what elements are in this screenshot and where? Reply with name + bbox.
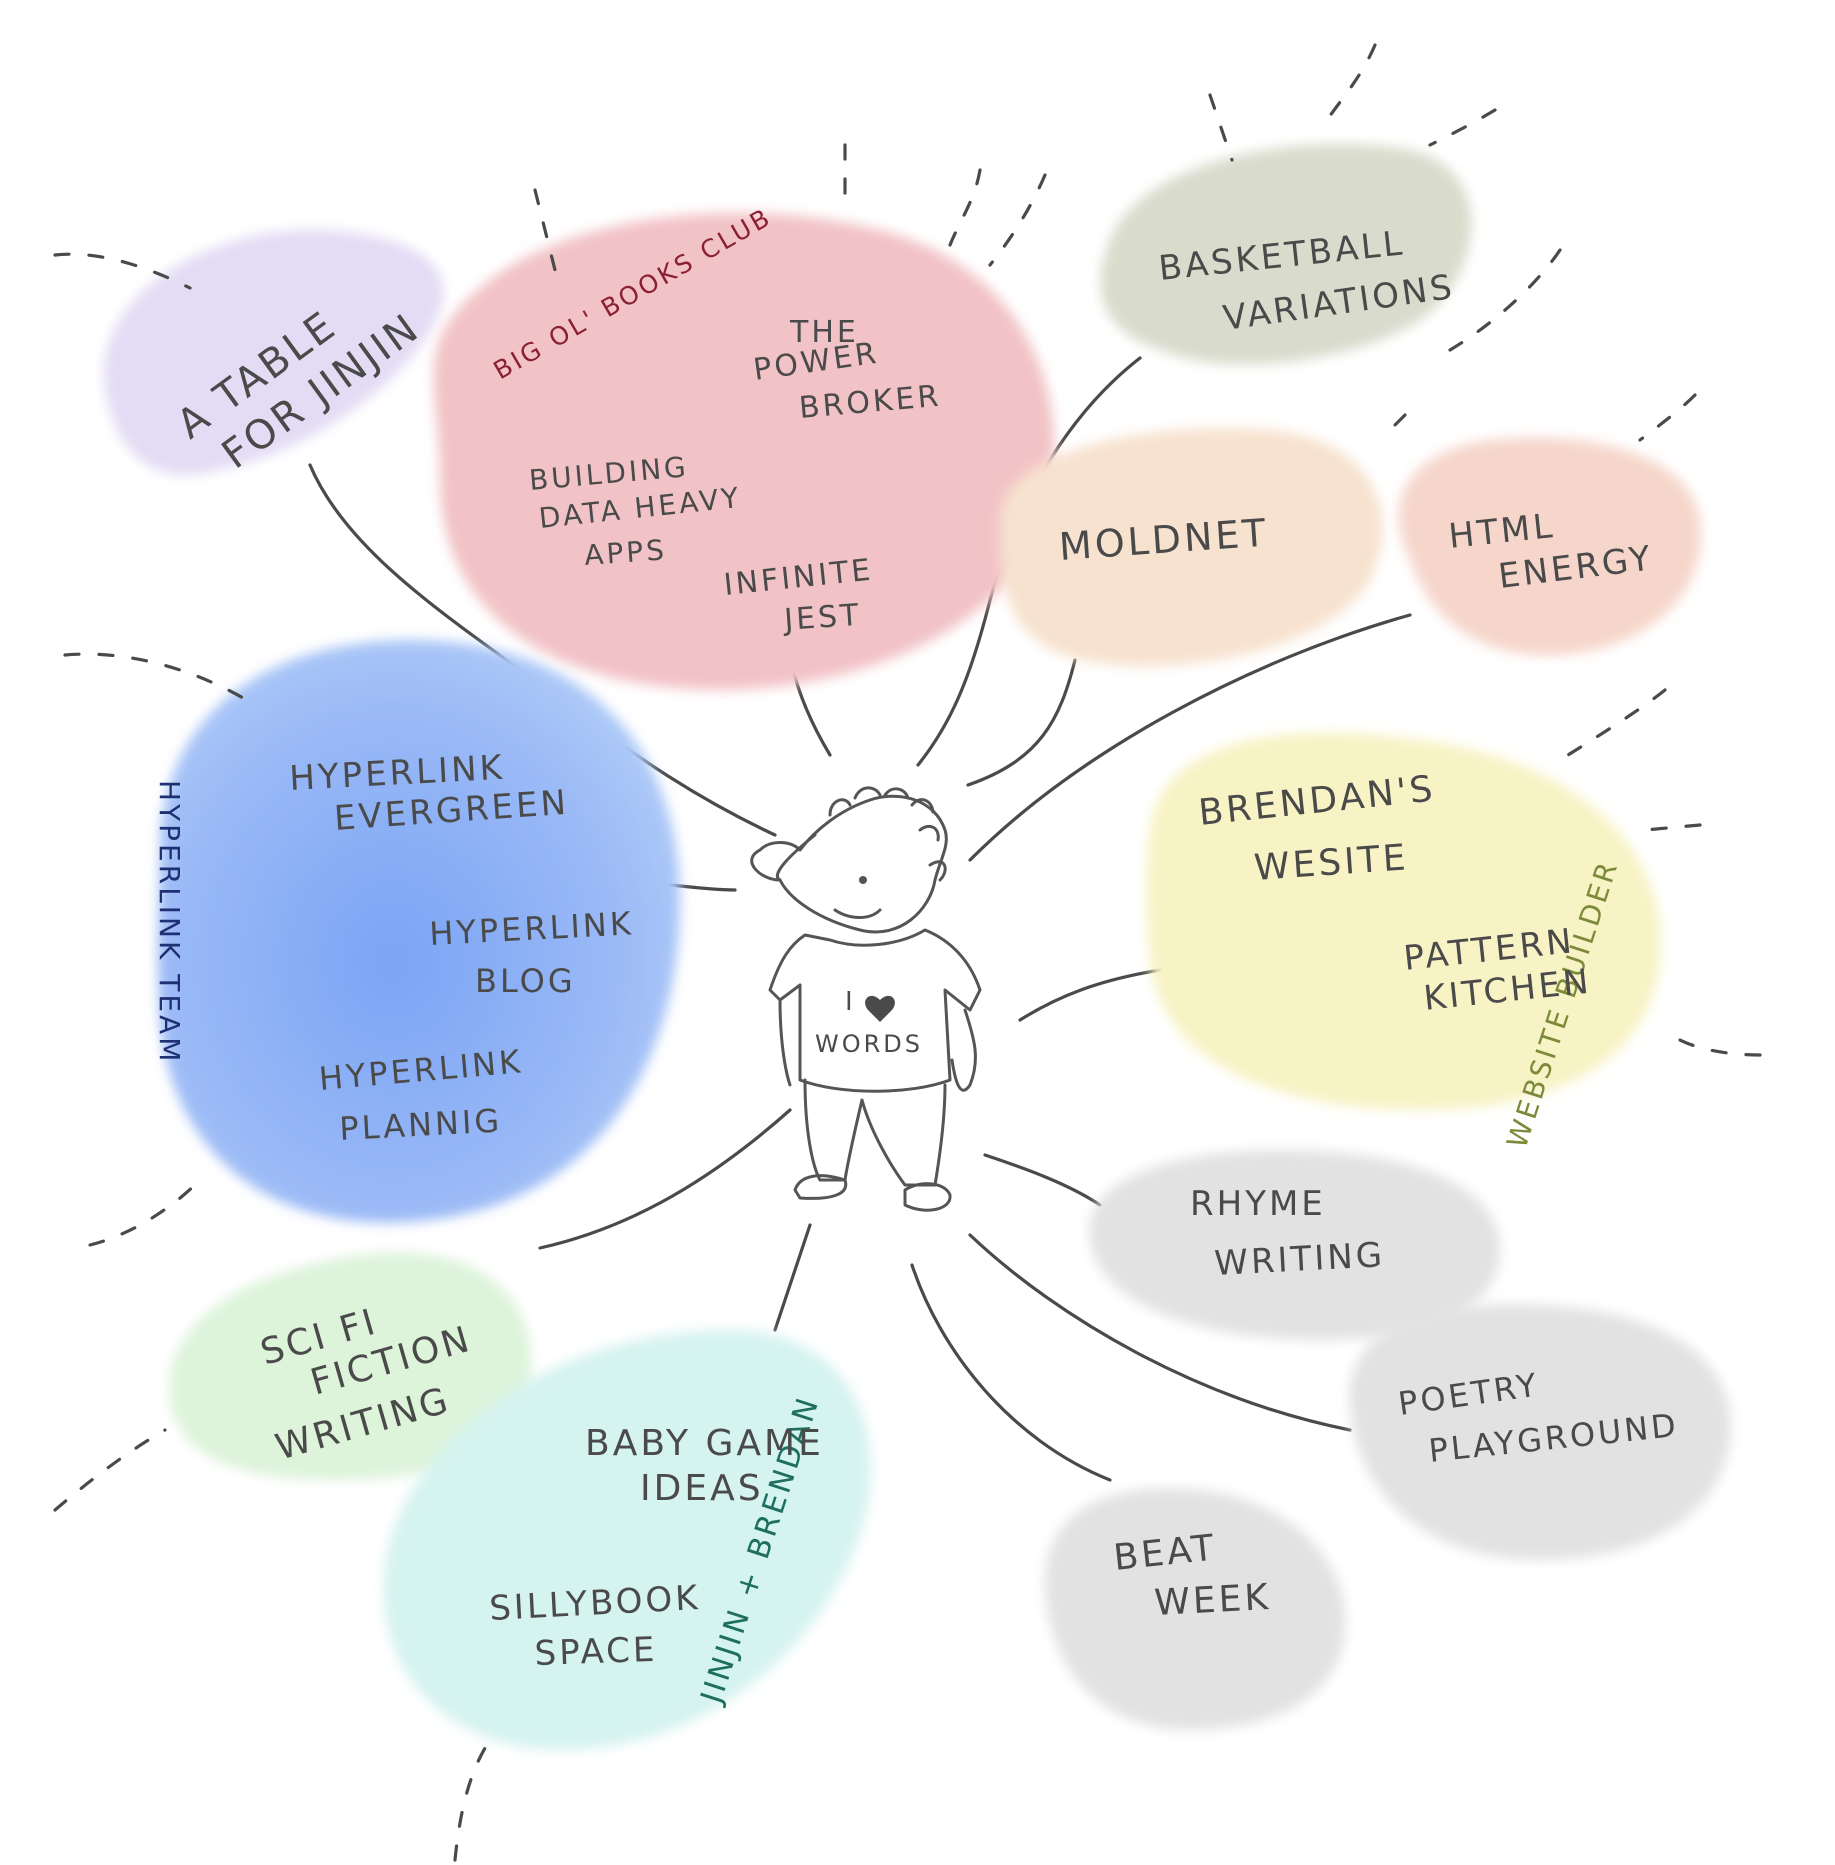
connector-jinjin [773, 1223, 812, 1332]
ray-html-1 [1638, 393, 1697, 442]
ray-hyperlink-1 [63, 652, 257, 707]
figure-ear [928, 860, 947, 882]
connector-poetry [968, 1233, 1352, 1432]
ray-books-4 [988, 173, 1047, 267]
ray-html-2 [1558, 688, 1667, 762]
label-baby-line1: BABY GAME [585, 1423, 824, 1464]
bubbles [103, 144, 1731, 1750]
figure-hair-3 [883, 787, 910, 800]
connector-rhyme [983, 1153, 1102, 1207]
figure-nose [776, 833, 817, 882]
figure-head [750, 794, 948, 934]
label-rhyme-line2: WRITING [1213, 1235, 1386, 1284]
bubble-table [103, 230, 444, 476]
ray-jinjin [453, 1738, 492, 1862]
bubble-basketball [1100, 144, 1472, 365]
connector-brendan [1018, 968, 1162, 1022]
connector-moldnet [966, 658, 1077, 787]
bubble-beat [1044, 1488, 1346, 1730]
label-silly-line2: SPACE [534, 1630, 658, 1674]
heart-icon [865, 995, 895, 1022]
bubble-books [433, 212, 1055, 690]
label-baby-line2: IDEAS [640, 1468, 764, 1509]
bubble-html [1398, 437, 1701, 656]
bubble-poetry [1349, 1304, 1731, 1560]
ray-books-1 [533, 188, 557, 272]
label-blog-line2: BLOG [475, 962, 576, 1000]
connector-scifi [538, 1108, 792, 1250]
label-rhyme-line1: RHYME [1190, 1184, 1326, 1224]
ray-hyperlink-2 [88, 1178, 202, 1247]
figure-shoe-right [903, 1182, 952, 1212]
ray-brendan-2 [1678, 1038, 1762, 1057]
shirt-text-words: WORDS [815, 1030, 923, 1058]
ray-basketball-4 [1448, 248, 1562, 352]
figure-arm-left [778, 998, 792, 1087]
figure-hair-4 [910, 798, 935, 814]
ray-brendan-1 [1643, 823, 1702, 832]
ray-moldnet [1388, 413, 1407, 432]
bubble-rhyme [1089, 1150, 1500, 1340]
bubble-jinjin [383, 1330, 871, 1750]
hyperlink-team-tag: HYPERLINK TEAM [153, 780, 186, 1064]
dashed-rays [53, 43, 1762, 1862]
bubble-hyperlink [157, 640, 680, 1223]
bubble-brendan [1146, 732, 1661, 1110]
label-jest-line2: JEST [781, 598, 862, 638]
bubble-moldnet [1000, 428, 1383, 667]
ray-scifi [53, 1428, 167, 1512]
figure-mouth [833, 908, 882, 919]
connector-beat [910, 1263, 1112, 1482]
figure-shoe-left [793, 1174, 848, 1200]
figure-arm-right [950, 1008, 977, 1092]
connector-html [968, 613, 1412, 862]
ray-basketball-2 [1318, 43, 1377, 132]
central-figure: I WORDS [750, 786, 982, 1212]
ray-table [53, 252, 192, 290]
bubble-scifi [169, 1252, 531, 1480]
label-power-line1: THE [789, 315, 859, 350]
figure-eye [859, 876, 867, 884]
ray-basketball-3 [1428, 108, 1497, 147]
label-building-line3: APPS [583, 533, 668, 572]
ray-basketball-1 [1208, 93, 1234, 162]
figure-hair-2 [853, 786, 882, 800]
label-beat-line2: WEEK [1153, 1577, 1272, 1624]
ray-books-3 [948, 168, 982, 247]
figure-hair-5 [918, 824, 940, 842]
shirt-text-i: I [845, 987, 856, 1017]
figure-hair-1 [828, 798, 852, 817]
figure-legs [803, 1078, 947, 1187]
label-planning-line2: PLANNIG [338, 1102, 503, 1148]
figure-shirt [768, 928, 982, 1093]
